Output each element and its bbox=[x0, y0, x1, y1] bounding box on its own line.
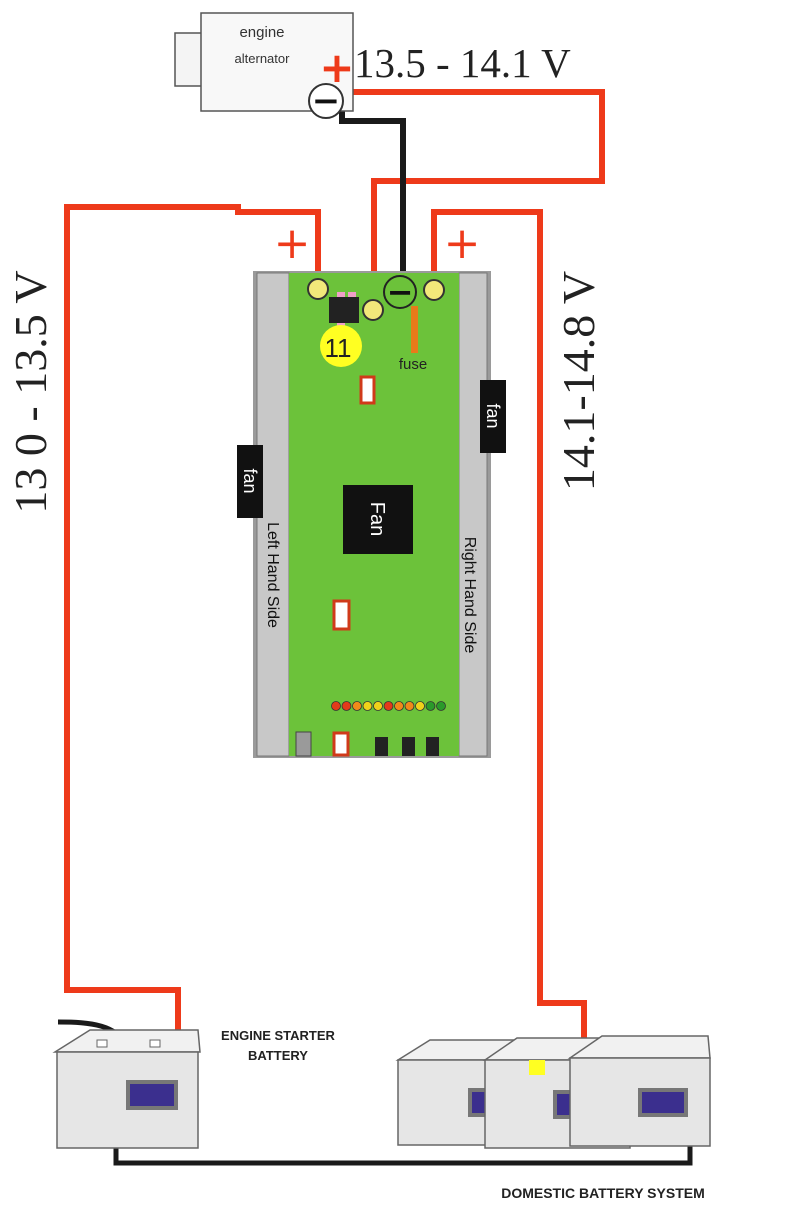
board-center-fan-label: Fan bbox=[366, 502, 388, 536]
starter-battery-top bbox=[52, 1029, 201, 1053]
board-terminal-left-plus bbox=[307, 278, 329, 300]
board-terminal-negative bbox=[383, 275, 417, 309]
left-plus-icon: + bbox=[274, 218, 311, 269]
board-component-c bbox=[332, 731, 350, 757]
alternator-label-line2: alternator bbox=[235, 51, 291, 66]
board-relay-pad-1 bbox=[337, 292, 345, 297]
wire-starter-positive bbox=[64, 204, 321, 1050]
starter-battery: ENGINE STARTER BATTERY bbox=[52, 1028, 336, 1149]
domestic-battery-3 bbox=[567, 1035, 711, 1147]
domestic-batteries: DOMESTIC BATTERY SYSTEM bbox=[395, 1035, 711, 1201]
board-center-fan bbox=[343, 485, 413, 554]
board-led bbox=[341, 701, 352, 711]
board-right-rail bbox=[458, 272, 488, 757]
starter-battery-label-line1: ENGINE STARTER bbox=[221, 1028, 335, 1043]
board-bottom-block bbox=[295, 731, 312, 757]
board-led bbox=[362, 701, 373, 711]
board-led bbox=[383, 701, 394, 711]
board-connector-2 bbox=[402, 737, 415, 756]
board-number-badge bbox=[320, 325, 362, 367]
board-number-badge-text: 11 bbox=[325, 333, 352, 363]
board-left-side-label: Left Hand Side bbox=[264, 522, 281, 628]
board-right-fan-label: fan bbox=[483, 403, 503, 428]
starter-battery-cap-2 bbox=[149, 1039, 161, 1048]
board-led bbox=[394, 701, 404, 711]
starter-battery-label bbox=[126, 1080, 178, 1110]
board-right-side-label: Right Hand Side bbox=[461, 537, 478, 654]
board-led-row bbox=[331, 701, 446, 711]
board-led bbox=[373, 701, 383, 711]
board-fuse bbox=[411, 306, 418, 353]
left-voltage-label: 13 0 - 13.5 V bbox=[5, 270, 56, 513]
right-voltage-label: 14.1-14.8 V bbox=[553, 271, 604, 491]
board-relay-component bbox=[329, 297, 359, 323]
alternator-shaft bbox=[174, 32, 204, 87]
board-right-fan bbox=[480, 380, 506, 453]
wire-alternator-negative bbox=[339, 110, 406, 288]
domestic-battery-junction bbox=[529, 1060, 545, 1075]
wire-domestic-positive bbox=[431, 209, 587, 1062]
board-led bbox=[352, 701, 362, 711]
board-led bbox=[404, 701, 415, 711]
alternator-minus-icon: − bbox=[312, 81, 341, 121]
starter-battery-label-line2: BATTERY bbox=[248, 1048, 308, 1063]
wire-alternator-positive bbox=[346, 89, 605, 306]
domestic-battery-3-label bbox=[638, 1088, 688, 1117]
starter-battery-cap-1 bbox=[96, 1039, 108, 1048]
alternator: engine alternator − + 13.5 - 14.1 V bbox=[174, 12, 571, 121]
board-connector-1 bbox=[375, 737, 388, 756]
alternator-negative-terminal bbox=[308, 83, 344, 119]
board-fuse-label: fuse bbox=[399, 356, 427, 373]
board-relay-pad-2 bbox=[348, 292, 356, 297]
board-minus-icon: − bbox=[387, 273, 414, 311]
alternator-plus-icon: + bbox=[319, 43, 354, 92]
board-connector-3 bbox=[426, 737, 439, 756]
charger-board: − 11 fuse Fan fan fan Left Hand Side Rig… bbox=[237, 271, 506, 758]
board-terminal-alternator-plus bbox=[362, 299, 384, 321]
board-led bbox=[415, 701, 425, 711]
board-led bbox=[331, 701, 341, 711]
board-left-fan-label: fan bbox=[240, 468, 260, 493]
alternator-voltage: 13.5 - 14.1 V bbox=[354, 40, 571, 86]
board-left-fan bbox=[237, 445, 263, 518]
board-led bbox=[436, 701, 446, 711]
alternator-label-line1: engine bbox=[239, 24, 284, 41]
domestic-battery-label: DOMESTIC BATTERY SYSTEM bbox=[501, 1185, 705, 1201]
right-plus-icon: + bbox=[444, 218, 481, 269]
board-component-a bbox=[359, 375, 376, 405]
board-terminal-right-plus bbox=[423, 279, 445, 301]
board-led bbox=[425, 701, 436, 711]
board-component-b bbox=[332, 599, 351, 631]
